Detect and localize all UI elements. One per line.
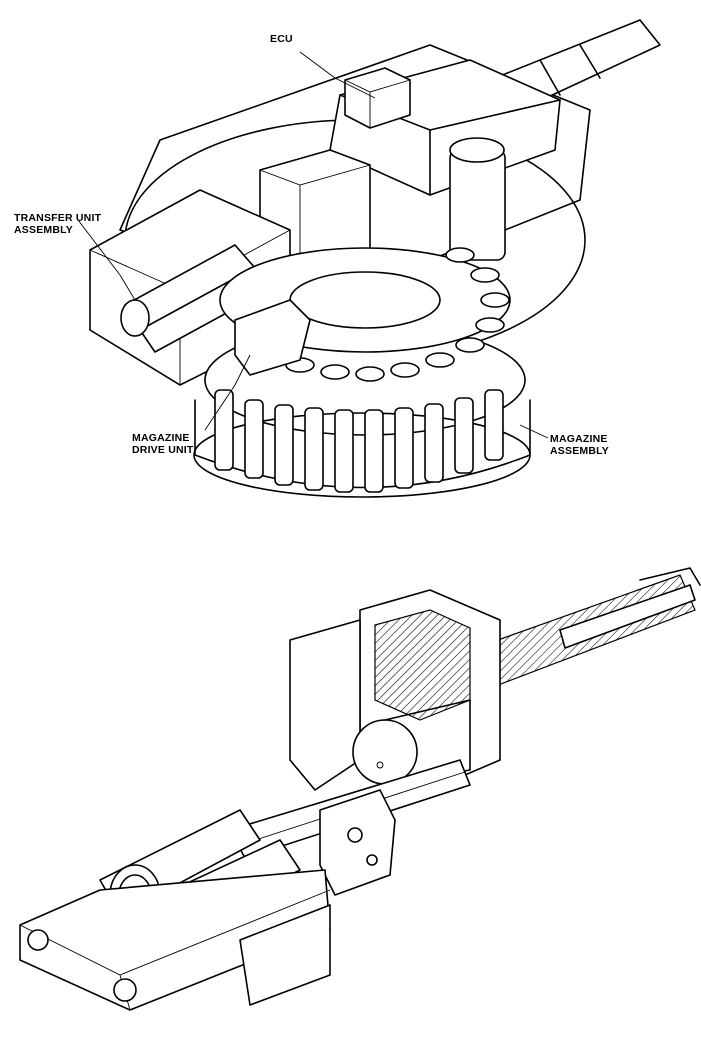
label-magazine-assembly-line2: ASSEMBLY	[550, 445, 609, 457]
ecu-box	[344, 67, 411, 129]
side-mechanism	[319, 789, 396, 896]
magazine-rounds	[214, 389, 504, 493]
label-transfer-unit-line2: ASSEMBLY	[14, 224, 73, 236]
label-ecu: ECU	[270, 33, 293, 45]
round-caps	[285, 247, 510, 382]
mounting-bracket	[239, 904, 331, 1006]
frame-bolt-2	[113, 978, 137, 1002]
label-magazine-assembly-line1: MAGAZINE	[550, 433, 608, 445]
turret-roof	[119, 44, 591, 301]
breech-plug	[352, 719, 418, 785]
breech-side-plate	[289, 619, 361, 791]
gun-transfer-figure	[19, 567, 701, 1011]
leader-magazine-assembly	[519, 424, 549, 439]
label-magazine-drive-line1: MAGAZINE	[132, 432, 190, 444]
label-transfer-unit-line1: TRANSFER UNIT	[14, 212, 102, 224]
leader-magazine-drive	[204, 354, 251, 431]
leader-ecu	[299, 51, 376, 99]
label-magazine-drive-line2: DRIVE UNIT	[132, 444, 194, 456]
frame-bolt-1	[27, 929, 49, 951]
recoil-cylinder	[449, 149, 506, 261]
leader-transfer-unit	[77, 219, 136, 301]
turret-assembly-figure	[77, 19, 661, 498]
transfer-ring	[120, 299, 150, 337]
magazine-drive-unit	[234, 299, 311, 376]
